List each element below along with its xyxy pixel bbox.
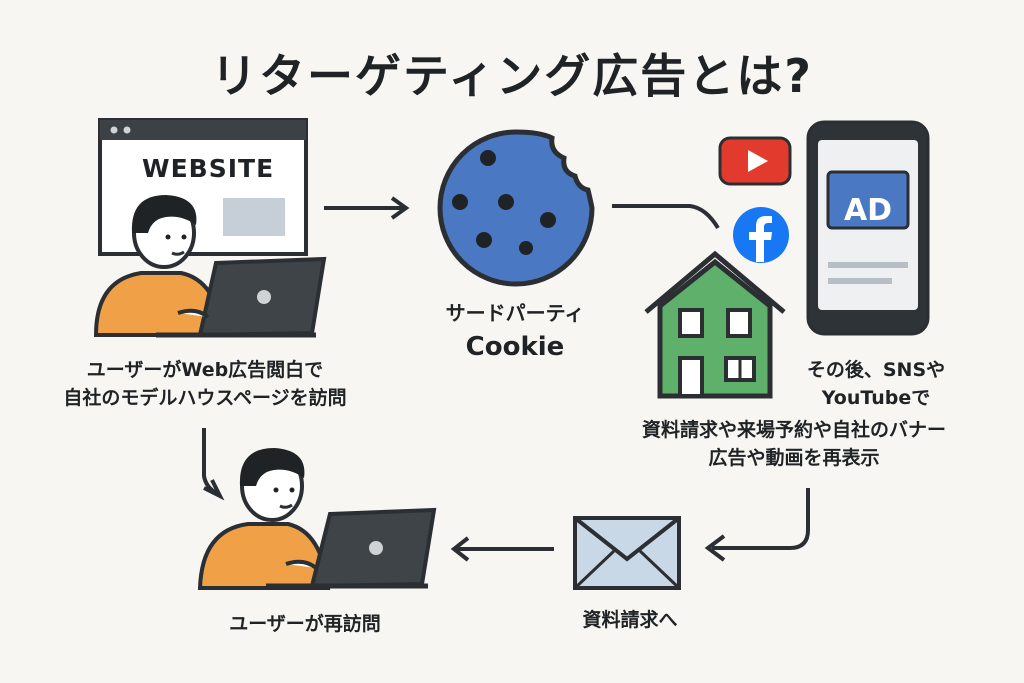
sns-caption-line1: その後、SNSや <box>806 359 946 381</box>
ad-label: AD <box>843 193 893 228</box>
user-with-laptop-illustration <box>93 195 327 338</box>
window-dot-icon <box>123 126 131 134</box>
visit-caption-line2: 自社のモデルハウスページを訪問 <box>63 387 347 409</box>
cookie-icon <box>437 129 595 287</box>
sns-caption-line4: 広告や動画を再表示 <box>708 447 880 469</box>
user-revisit-illustration <box>197 448 437 590</box>
smartphone-illustration <box>806 120 930 336</box>
connector-line <box>612 204 720 230</box>
request-caption: 資料請求へ <box>582 609 678 631</box>
arrow-left-icon <box>450 536 554 562</box>
cookie-caption-line2: Cookie <box>465 332 565 362</box>
arrow-return-icon <box>704 488 810 562</box>
envelope-icon <box>573 516 681 590</box>
page-title: リターゲティング広告とは? <box>211 49 813 103</box>
sns-caption-line3: 資料請求や来場予約や自社のバナー <box>641 419 946 441</box>
revisit-caption: ユーザーが再訪問 <box>229 613 381 635</box>
facebook-icon <box>733 207 789 263</box>
visit-caption-line1: ユーザーがWeb広告閲白で <box>86 359 324 381</box>
website-label: WEBSITE <box>142 154 275 183</box>
visit-caption: ユーザーがWeb広告閲白で 自社のモデルハウスページを訪問 <box>40 356 370 412</box>
cookie-caption: サードパーティ Cookie <box>390 296 640 364</box>
sns-caption-line2: YouTubeで <box>821 387 931 409</box>
arrow-right-icon <box>324 196 410 220</box>
youtube-icon <box>718 136 792 186</box>
sns-caption-bottom: 資料請求や来場予約や自社のバナー 広告や動画を再表示 <box>590 416 998 472</box>
cookie-caption-line1: サードパーティ <box>445 301 585 325</box>
sns-caption-top: その後、SNSや YouTubeで <box>790 356 962 412</box>
house-icon <box>644 250 786 399</box>
arrow-down-icon <box>202 428 225 501</box>
window-dot-icon <box>110 126 118 134</box>
